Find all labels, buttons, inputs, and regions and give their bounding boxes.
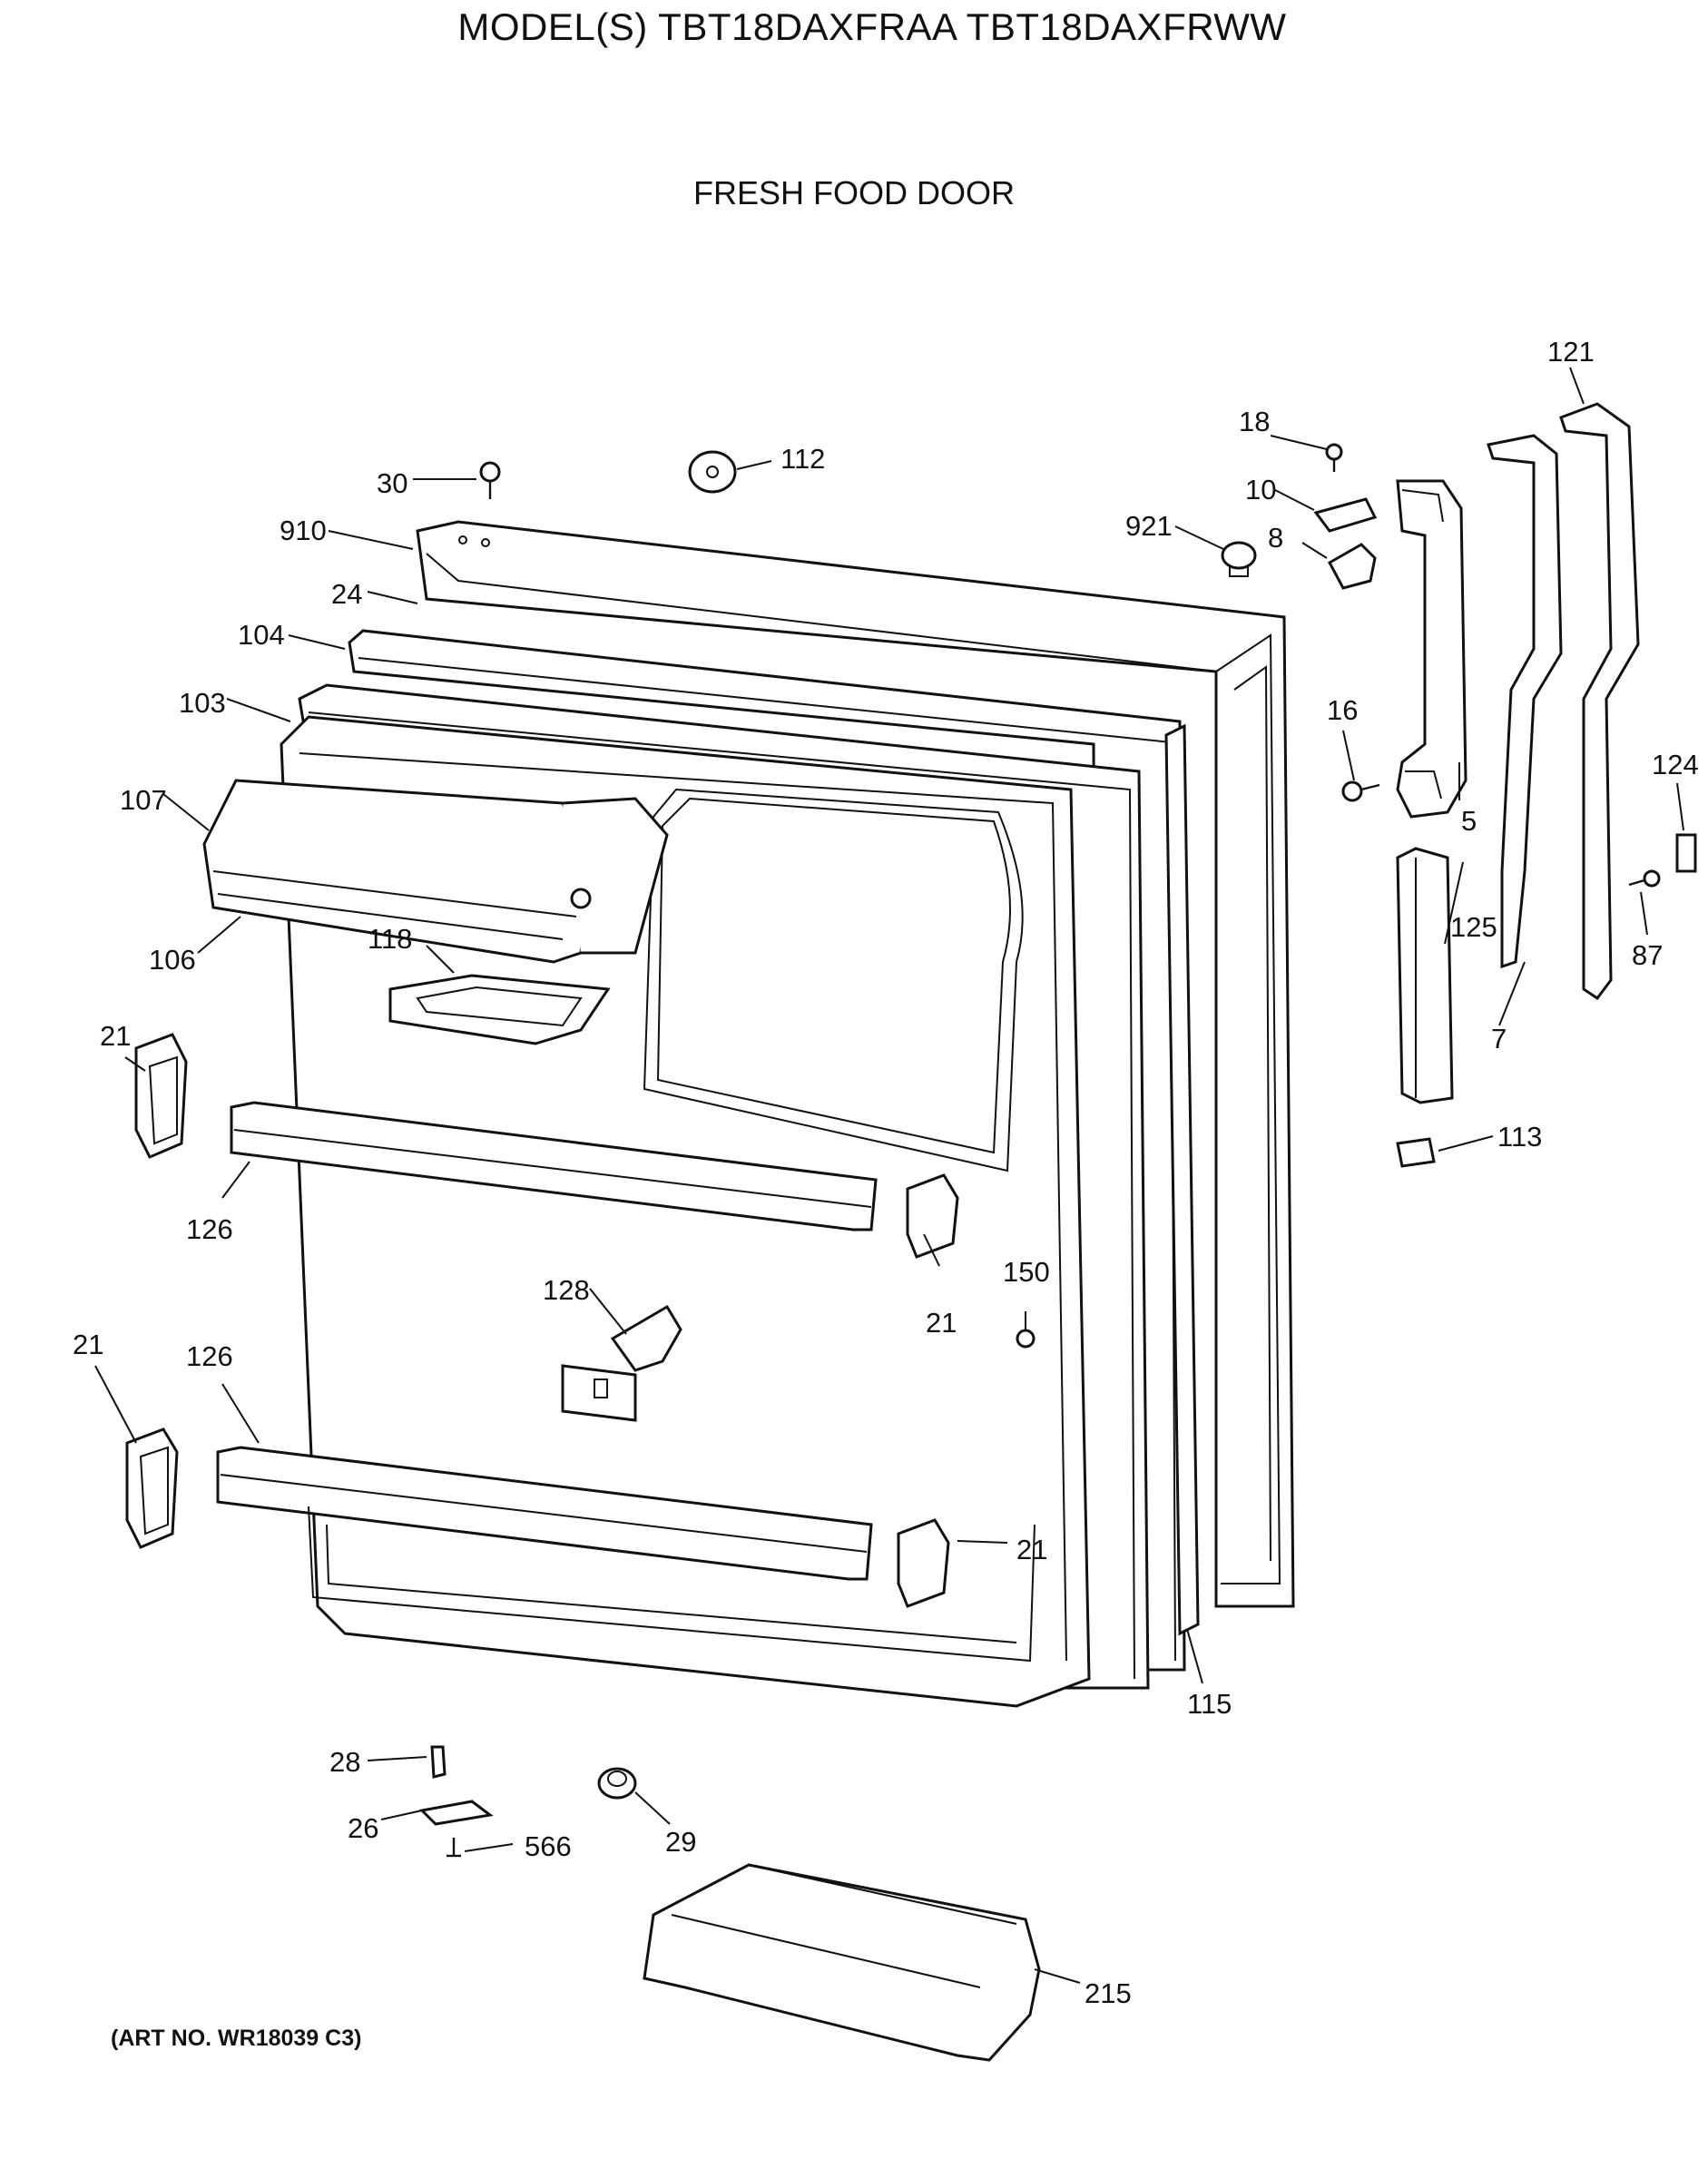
callout-21b: 21	[926, 1307, 957, 1339]
door-shelf-upper	[230, 1101, 878, 1231]
shelf-end-cap-1	[134, 1033, 188, 1159]
callout-16: 16	[1327, 694, 1358, 726]
callout-150: 150	[1003, 1256, 1050, 1288]
hinge-cover-8	[1327, 543, 1377, 590]
callout-921: 921	[1125, 510, 1173, 542]
callout-21a: 21	[100, 1020, 131, 1052]
callout-103: 103	[179, 687, 226, 719]
model-title: MODEL(S) TBT18DAXFRAA TBT18DAXFRWW	[457, 5, 1287, 48]
callout-8: 8	[1268, 522, 1283, 554]
plug-921	[1221, 541, 1257, 577]
handle-strap-121	[1559, 402, 1640, 1001]
breaker-strip	[1164, 723, 1200, 1636]
callout-118: 118	[368, 923, 412, 955]
plug-112	[688, 450, 737, 494]
callout-112: 112	[780, 443, 825, 475]
callout-30: 30	[377, 467, 407, 499]
callout-566: 566	[525, 1830, 572, 1862]
callout-128: 128	[543, 1274, 590, 1306]
screw-18	[1325, 443, 1343, 472]
callout-7: 7	[1491, 1023, 1507, 1055]
callout-125: 125	[1450, 911, 1497, 943]
screw-150	[1016, 1329, 1036, 1349]
callout-26: 26	[348, 1812, 378, 1844]
dairy-door	[202, 779, 669, 964]
dairy-tray	[388, 974, 611, 1045]
hinge-plate-26	[418, 1800, 494, 1826]
callout-104: 104	[238, 619, 285, 651]
callout-21d: 21	[1016, 1534, 1047, 1565]
door-outer-panel	[416, 520, 1295, 1608]
callout-106: 106	[149, 944, 196, 976]
callout-121: 121	[1547, 336, 1595, 368]
callout-28: 28	[329, 1746, 360, 1778]
callout-labels: 30 112 910 24 104 103 107 106 118 21 126…	[73, 336, 1699, 2009]
callout-24: 24	[331, 578, 362, 610]
callout-10: 10	[1245, 474, 1276, 505]
door-shelf-lower	[216, 1446, 873, 1581]
callout-21c: 21	[73, 1329, 103, 1360]
callout-124: 124	[1652, 749, 1699, 780]
clip-124	[1675, 833, 1697, 873]
shelf-end-cap-3	[125, 1427, 179, 1549]
screw-87	[1628, 869, 1661, 888]
leader-lines	[94, 367, 1684, 1984]
callout-115: 115	[1187, 1688, 1232, 1720]
door-liner	[280, 715, 1091, 1708]
art-number: (ART NO. WR18039 C3)	[111, 2026, 362, 2051]
callout-18: 18	[1239, 406, 1270, 437]
callout-113: 113	[1497, 1121, 1542, 1153]
handle-strap-7	[1487, 434, 1563, 969]
door-bottom-frame	[308, 1506, 1036, 1663]
door-bin-215	[643, 1863, 1041, 2062]
screw-566	[447, 1838, 461, 1858]
callout-29: 29	[665, 1826, 696, 1858]
shelf-retainer-bracket	[561, 1304, 682, 1422]
hinge-bushing-10	[1313, 497, 1378, 533]
shelf-end-cap-2	[906, 1173, 959, 1259]
section-title: FRESH FOOD DOOR	[692, 174, 1015, 211]
shelf-end-cap-4	[897, 1518, 950, 1608]
callout-910: 910	[280, 515, 327, 546]
bushing-29	[597, 1767, 637, 1800]
door-handle-5	[1396, 479, 1468, 819]
pin-28	[430, 1745, 447, 1779]
trim-bracket-125	[1396, 847, 1454, 1104]
callout-5: 5	[1461, 805, 1477, 837]
callout-126a: 126	[186, 1213, 233, 1245]
callout-215: 215	[1085, 1977, 1132, 2009]
cap-113	[1396, 1137, 1436, 1168]
screw-30	[479, 461, 501, 499]
callout-107: 107	[120, 784, 167, 816]
callout-126b: 126	[186, 1340, 233, 1372]
callout-87: 87	[1632, 939, 1663, 971]
screw-16	[1341, 780, 1380, 802]
